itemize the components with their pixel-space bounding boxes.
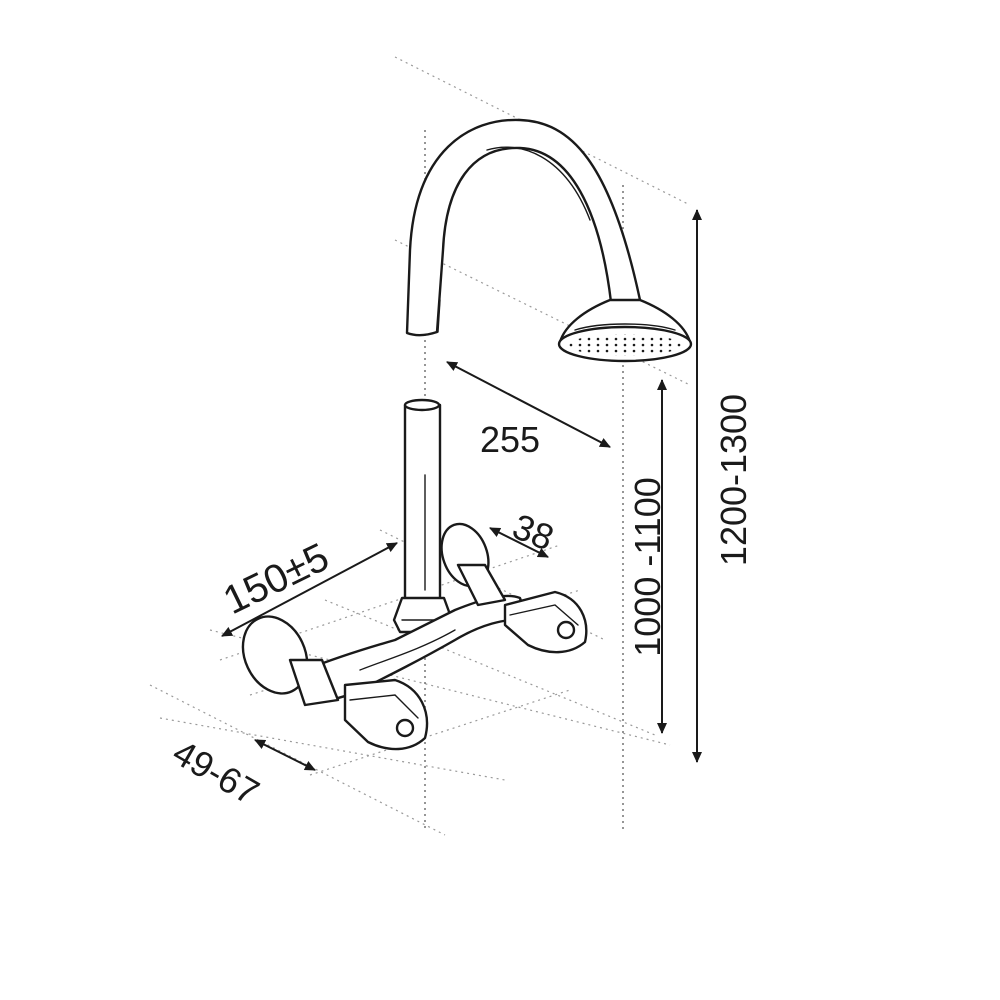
- label-height-total: 1200-1300: [713, 394, 754, 566]
- riser-pipe: [403, 403, 442, 602]
- dim-line-handle-width: [489, 527, 549, 558]
- label-inlet-spacing: 150±5: [217, 535, 336, 623]
- dim-line-inlet-spacing: [221, 542, 398, 637]
- label-handle-width: 38: [507, 505, 559, 558]
- gooseneck-spout: [405, 118, 642, 337]
- label-wall-offset: 49-67: [166, 731, 266, 813]
- dim-line-spout-reach: [446, 361, 611, 448]
- faucet-body: [241, 118, 693, 751]
- label-height-spout: 1000 -1100: [627, 477, 668, 657]
- dim-line-wall-offset: [254, 739, 316, 771]
- dimension-lines: [221, 209, 702, 771]
- dimension-labels: 255 38 150±5 49-67 1000 -1100 1200-1300: [166, 394, 754, 813]
- label-spout-reach: 255: [480, 419, 540, 460]
